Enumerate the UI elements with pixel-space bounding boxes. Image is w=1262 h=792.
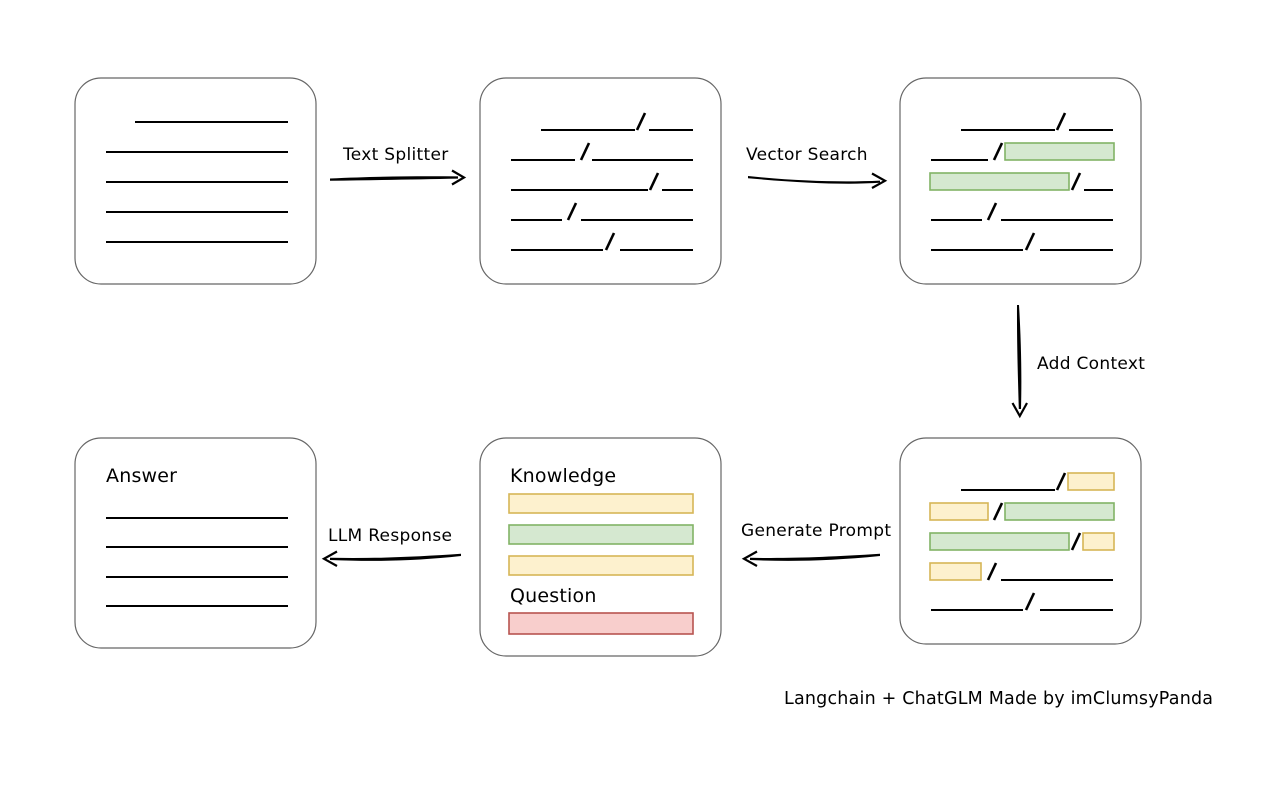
- split-chunks-box[interactable]: [479, 77, 722, 285]
- match-highlight-green: [929, 172, 1070, 191]
- answer-box[interactable]: [74, 437, 317, 649]
- node-prompt[interactable]: Knowledge Question: [479, 437, 722, 657]
- split-chunks-lines: [511, 112, 693, 252]
- context-highlight-yellow: [929, 562, 982, 581]
- node-context-added[interactable]: [899, 437, 1142, 645]
- edge-label-llm-response: LLM Response: [328, 526, 452, 546]
- edge-llm-response[interactable]: LLM Response: [321, 526, 461, 567]
- match-highlight-green: [1004, 142, 1115, 161]
- edge-text-splitter[interactable]: Text Splitter: [330, 145, 467, 186]
- node-split-chunks[interactable]: [479, 77, 722, 285]
- question-label: Question: [510, 585, 597, 607]
- edge-label-generate-prompt: Generate Prompt: [741, 521, 891, 541]
- knowledge-chip-green: [508, 524, 694, 545]
- answer-lines: [106, 516, 288, 608]
- edge-vector-search[interactable]: Vector Search: [746, 145, 888, 189]
- knowledge-chip-yellow: [508, 493, 694, 514]
- answer-label: Answer: [106, 465, 177, 487]
- edge-label-vector-search: Vector Search: [746, 145, 868, 165]
- vector-matches-lines: [929, 112, 1115, 252]
- knowledge-label: Knowledge: [510, 465, 616, 487]
- node-vector-matches[interactable]: [899, 77, 1142, 285]
- diagram-caption: Langchain + ChatGLM Made by imClumsyPand…: [784, 689, 1213, 709]
- node-source-document[interactable]: [74, 77, 317, 285]
- edge-label-add-context: Add Context: [1037, 354, 1145, 374]
- edge-generate-prompt[interactable]: Generate Prompt: [741, 521, 891, 567]
- context-highlight-yellow: [929, 502, 989, 521]
- source-document-lines: [106, 120, 288, 244]
- context-added-lines: [929, 472, 1115, 612]
- context-highlight-yellow: [1082, 532, 1115, 551]
- edge-label-text-splitter: Text Splitter: [342, 145, 449, 165]
- knowledge-chip-yellow: [508, 555, 694, 576]
- context-highlight-green: [929, 532, 1070, 551]
- context-highlight-yellow: [1067, 472, 1115, 491]
- node-answer[interactable]: Answer: [74, 437, 317, 649]
- context-highlight-green: [1004, 502, 1115, 521]
- edge-add-context[interactable]: Add Context: [1011, 305, 1146, 419]
- question-chip-red: [508, 612, 694, 635]
- prompt-box[interactable]: [479, 437, 722, 657]
